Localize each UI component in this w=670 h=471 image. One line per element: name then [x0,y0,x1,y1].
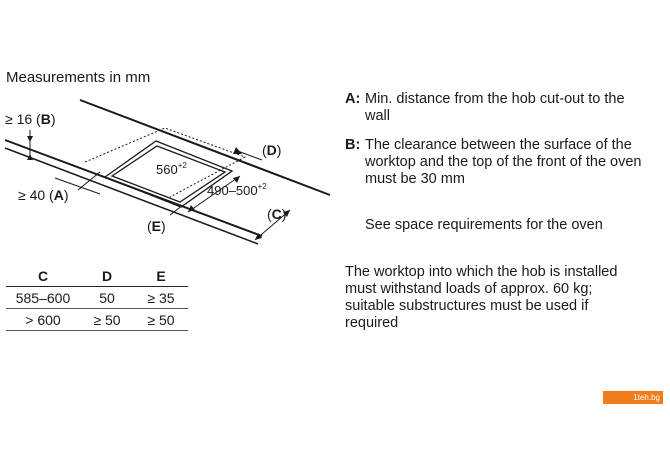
table-cell: ≥ 50 [134,308,188,331]
table-cell: ≥ 50 [80,308,134,331]
note-b-text: The clearance between the surface of the… [365,137,642,187]
hob-dashed-outline [84,127,247,198]
table-header-d: D [80,265,134,287]
table-cell: ≥ 35 [134,286,188,309]
dim-e-line [169,204,184,216]
table-cell: 585–600 [6,286,80,309]
table-header-c: C [6,265,80,287]
cutout-width-value: 560 [156,162,178,177]
dimension-table: C D E 585–600 50 ≥ 35 > 600 ≥ 50 ≥ 50 [6,265,188,331]
cutout-depth-label: 490–500+2 [207,182,267,198]
cutout-width-label: 560+2 [156,161,187,177]
note-a: A: Min. distance from the hob cut-out to… [345,91,645,125]
note-b-key: B: [345,137,361,153]
notes-panel: A: Min. distance from the hob cut-out to… [345,91,645,331]
cutout-width-tolerance: +2 [178,161,188,170]
table-row: > 600 ≥ 50 ≥ 50 [6,308,188,331]
cutout-inner [110,145,227,203]
cutout-depth-value: 490–500 [207,183,258,198]
table-cell: 50 [80,286,134,309]
worktop-cutout-diagram: ≥ 16 (B) ≥ 40 (A) (D) (C) (E) 560+2 490–… [4,99,331,245]
note-load: The worktop into which the hob is instal… [345,264,618,331]
note-a-key: A: [345,91,361,107]
table-header-row: C D E [6,265,188,287]
watermark-logo: 1teh.bg [603,391,663,404]
label-c: (C) [267,206,286,222]
label-e: (E) [147,218,166,234]
page-title: Measurements in mm [6,69,151,86]
table-header-e: E [134,265,188,287]
cutout-outer [103,140,234,208]
dim-c-line [254,209,291,241]
note-a-text: Min. distance from the hob cut-out to th… [365,91,625,124]
note-oven: See space requirements for the oven [365,217,603,233]
note-b: B: The clearance between the surface of … [345,137,645,188]
worktop-back-edge [79,99,331,196]
dim-depth-line [187,175,241,213]
label-a: ≥ 40 (A) [18,187,69,203]
cutout-depth-tolerance: +2 [258,182,268,191]
label-b: ≥ 16 (B) [5,111,56,127]
table-row: 585–600 50 ≥ 35 [6,286,188,309]
table-cell: > 600 [6,308,80,331]
label-d: (D) [262,142,281,158]
worktop-front-edge-bottom [4,147,259,245]
